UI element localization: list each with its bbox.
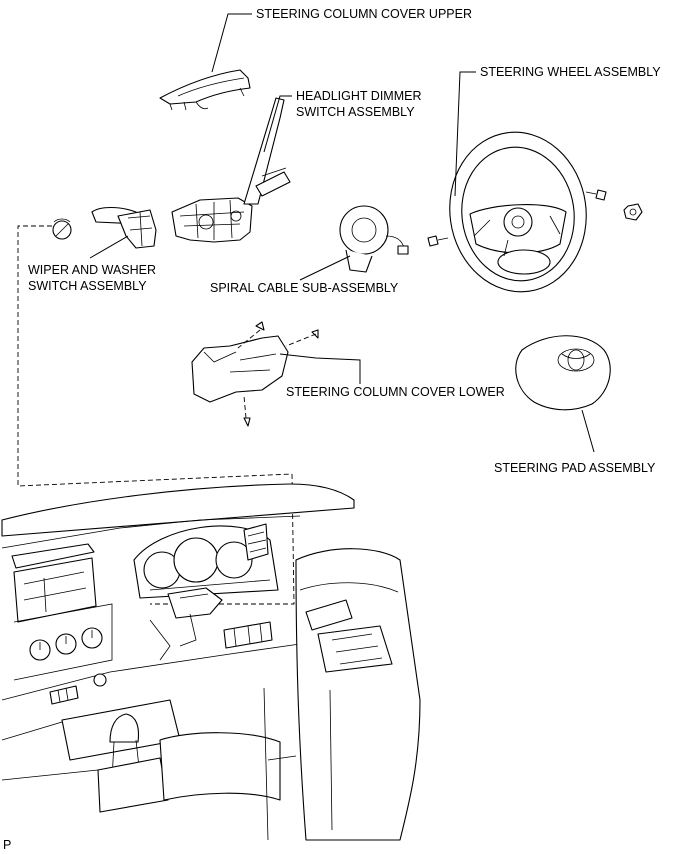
spiral-cable bbox=[339, 205, 409, 273]
location-callout-line bbox=[17, 225, 293, 487]
cover-screw-1 bbox=[255, 321, 265, 331]
wheel-nut bbox=[623, 203, 643, 221]
corner-code: P bbox=[3, 838, 11, 852]
leader-spiral-cable bbox=[299, 255, 351, 281]
headlight-dimmer-switch bbox=[171, 97, 291, 243]
steering-column-cover-lower bbox=[191, 335, 289, 403]
leader-steering-wheel bbox=[454, 71, 476, 197]
label-wiper-line1: WIPER AND WASHER bbox=[28, 263, 156, 277]
leader-headlight-switch bbox=[263, 95, 292, 153]
steering-pad bbox=[515, 335, 611, 411]
steering-column-cover-upper bbox=[159, 69, 251, 111]
wheel-bolt bbox=[585, 189, 607, 201]
wiper-washer-switch bbox=[91, 206, 157, 249]
label-headlight-line1: HEADLIGHT DIMMER bbox=[296, 89, 421, 103]
leader-steering-pad bbox=[581, 409, 595, 453]
steering-wheel bbox=[449, 131, 587, 293]
dashboard-illustration bbox=[1, 483, 421, 841]
leader-column-cover-upper bbox=[211, 13, 252, 73]
label-headlight-line2: SWITCH ASSEMBLY bbox=[296, 105, 415, 119]
switch-clip bbox=[52, 218, 72, 240]
leader-wiper-switch bbox=[89, 235, 129, 259]
cable-screw bbox=[427, 235, 449, 247]
leader-column-cover-lower bbox=[279, 353, 361, 384]
label-column-cover-lower: STEERING COLUMN COVER LOWER bbox=[286, 385, 505, 399]
label-column-cover-upper: STEERING COLUMN COVER UPPER bbox=[256, 7, 472, 21]
screw-guide-lines bbox=[237, 329, 317, 419]
cover-screw-3 bbox=[243, 417, 251, 427]
label-spiral-cable: SPIRAL CABLE SUB-ASSEMBLY bbox=[210, 281, 399, 295]
label-steering-wheel: STEERING WHEEL ASSEMBLY bbox=[480, 65, 661, 79]
label-wiper-line2: SWITCH ASSEMBLY bbox=[28, 279, 147, 293]
label-steering-pad: STEERING PAD ASSEMBLY bbox=[494, 461, 656, 475]
